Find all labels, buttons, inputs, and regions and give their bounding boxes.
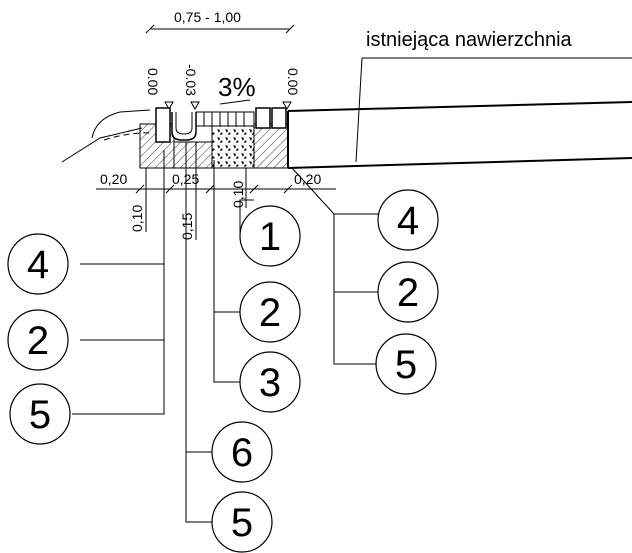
callout-center-1-label: 1 — [259, 215, 281, 259]
dim-vert-015: 0,15 — [179, 213, 195, 240]
dim-vert-010-mid: 0,10 — [230, 181, 246, 208]
callout-center-3: 3 — [239, 351, 301, 413]
callout-left-1: 4 — [7, 233, 69, 295]
callout-left-2-label: 2 — [27, 319, 49, 363]
dim-vert-010-left: 0,10 — [129, 205, 145, 232]
width-range-label: 0,75 - 1,00 — [174, 9, 241, 25]
callout-right-1-label: 4 — [397, 199, 419, 243]
existing-surface-annotation: istniejąca nawierzchnia — [355, 29, 632, 163]
elevation-left: 0.00 — [145, 68, 161, 95]
callout-right-3: 5 — [375, 333, 437, 395]
callout-right-2: 2 — [377, 261, 439, 323]
leader-lines — [72, 142, 378, 523]
elevation-middle: -0.03 — [183, 64, 199, 96]
callout-right-3-label: 5 — [395, 343, 417, 387]
top-width-dimension: 0,75 - 1,00 — [145, 9, 295, 34]
callout-left-3-label: 5 — [29, 393, 51, 437]
dim-right-020: 0,20 — [294, 171, 321, 187]
elevation-right: 0.00 — [285, 68, 301, 95]
callout-mid-1-label: 6 — [231, 431, 253, 475]
callout-center-1: 1 — [239, 205, 301, 267]
dim-left-020: 0,20 — [100, 171, 127, 187]
callout-mid-2-label: 5 — [231, 501, 253, 545]
callout-left-2: 2 — [7, 309, 69, 371]
callout-left-1-label: 4 — [27, 243, 49, 287]
callouts-left: 4 2 5 — [7, 233, 71, 445]
callouts-right: 4 2 5 — [375, 189, 439, 395]
surface-label: istniejąca nawierzchnia — [366, 29, 573, 51]
slope-label: 3% — [218, 72, 256, 102]
callouts-center: 1 2 3 — [239, 205, 301, 413]
existing-pavement — [287, 101, 632, 169]
bottom-dimensions: 0,20 0,25 0,20 0,10 0,15 0,10 — [96, 142, 336, 240]
callout-center-2: 2 — [239, 281, 301, 343]
callout-center-3-label: 3 — [259, 361, 281, 405]
callouts-middle: 6 5 — [211, 421, 273, 553]
callout-mid-2: 5 — [211, 491, 273, 553]
callout-right-2-label: 2 — [397, 271, 419, 315]
structure-section — [139, 107, 289, 169]
callout-left-3: 5 — [9, 383, 71, 445]
terrain — [61, 109, 151, 163]
callout-mid-1: 6 — [211, 421, 273, 483]
callout-center-2-label: 2 — [259, 291, 281, 335]
callout-right-1: 4 — [377, 189, 439, 251]
elevation-labels: 0.00 -0.03 0.00 — [145, 64, 301, 111]
